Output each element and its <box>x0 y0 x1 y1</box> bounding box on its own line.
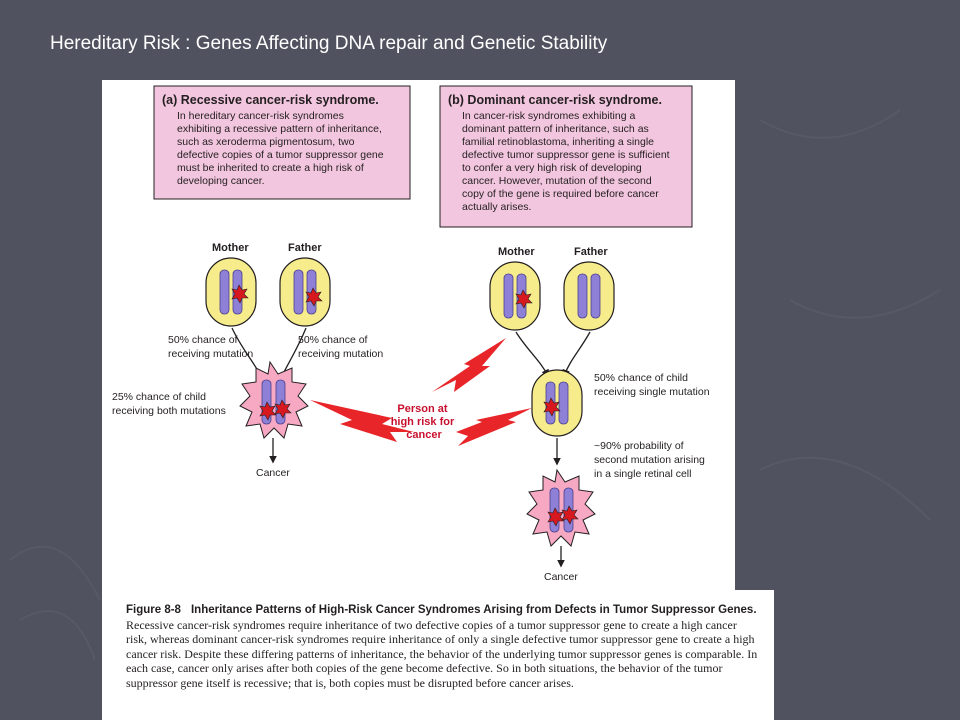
center-risk-label: Person at high risk for cancer <box>391 403 458 441</box>
lightning-bolt-left-icon <box>310 400 414 442</box>
panel-a-heading: (a) Recessive cancer-risk syndrome. <box>162 93 379 107</box>
mutation-star-icon <box>561 505 579 525</box>
mutation-star-icon <box>543 397 561 417</box>
panel-b-child-cell <box>531 369 583 437</box>
panel-b-box <box>439 85 693 228</box>
mutation-star-icon <box>305 287 323 307</box>
mutation-star-icon <box>274 399 292 419</box>
panel-a-mother-label: Mother <box>212 242 249 254</box>
panel-b-second-hit: ~90% probability of second mutation aris… <box>594 440 708 480</box>
panel-b-outcome: Cancer <box>544 571 578 583</box>
figure-number: Figure 8-8 <box>126 604 181 616</box>
panel-a-outcome: Cancer <box>256 467 290 479</box>
arrow-mother-to-child-b <box>515 331 549 378</box>
figure-caption: Figure 8-8 Inheritance Patterns of High-R… <box>126 602 758 691</box>
figure-caption-body: Recessive cancer-risk syndromes require … <box>126 617 758 690</box>
panel-b-mother-label: Mother <box>498 246 535 258</box>
arrow-father-to-child-b <box>562 331 591 378</box>
panel-a-mother-chance: 50% chance of receiving mutation <box>168 334 253 360</box>
lightning-bolt-up-icon <box>432 338 506 392</box>
inheritance-diagram: (a) Recessive cancer-risk syndrome. In h… <box>112 85 710 583</box>
panel-a-father-label: Father <box>288 242 322 254</box>
panel-b-father-cell <box>563 261 615 331</box>
slide-title: Hereditary Risk : Genes Affecting DNA re… <box>50 33 608 54</box>
panel-a-father-chance: 50% chance of receiving mutation <box>298 334 383 360</box>
panel-a-text: In hereditary cancer-risk syndromes exhi… <box>177 110 387 187</box>
panel-a-child-cancer-cell <box>239 360 309 439</box>
figure-panel: (a) Recessive cancer-risk syndrome. In h… <box>102 80 735 720</box>
panel-a-box <box>153 85 411 200</box>
mutation-star-icon <box>515 289 533 309</box>
panel-b-child-chance: 50% chance of child receiving single mut… <box>594 372 710 398</box>
lightning-bolt-right-icon <box>456 408 532 446</box>
panel-b-cancer-cell <box>526 468 596 547</box>
panel-b-text: In cancer-risk syndromes exhibiting a do… <box>462 110 673 213</box>
panel-b-father-label: Father <box>574 246 608 258</box>
mutation-star-icon <box>259 401 277 421</box>
figure-title: Inheritance Patterns of High-Risk Cancer… <box>190 604 757 616</box>
caption-panel: Figure 8-8 Inheritance Patterns of High-R… <box>102 590 774 720</box>
panel-a-child-chance: 25% chance of child receiving both mutat… <box>112 391 226 417</box>
panel-a-father-cell <box>279 257 331 327</box>
panel-a-mother-cell <box>205 257 257 327</box>
panel-b-heading: (b) Dominant cancer-risk syndrome. <box>448 93 662 107</box>
mutation-star-icon <box>231 284 249 304</box>
panel-b-mother-cell <box>489 261 541 331</box>
